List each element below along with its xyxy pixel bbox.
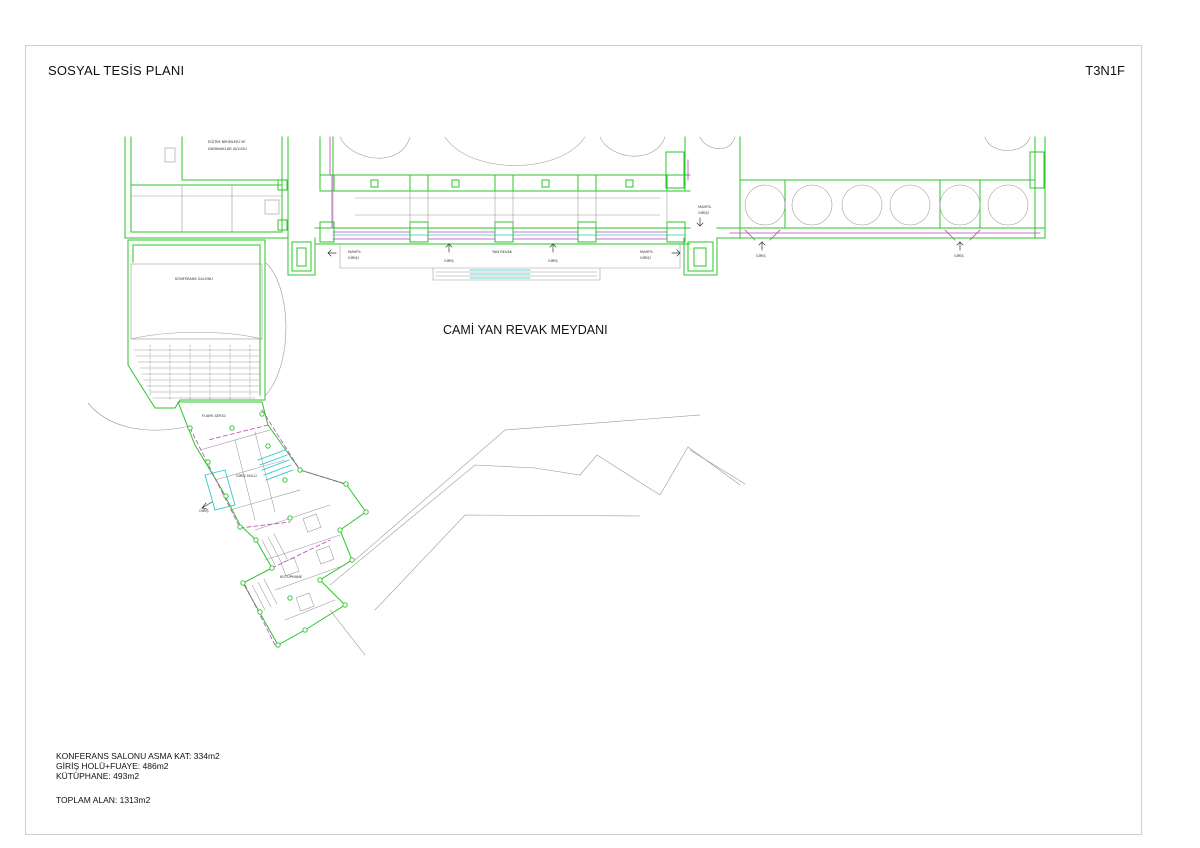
label-giris-1: GİRİŞ xyxy=(444,258,454,263)
label-mahfil-top-1: MAHFİL xyxy=(698,204,711,209)
area-giris-holu: GİRİŞ HOLÜ+FUAYE: 486m2 xyxy=(56,761,169,771)
foyer-entrance-hall xyxy=(177,401,367,646)
north-building-left xyxy=(124,136,289,239)
sheet-title: SOSYAL TESİS PLANI xyxy=(48,63,185,78)
mosque-right-wing xyxy=(716,136,1046,239)
area-konferans: KONFERANS SALONU ASMA KAT: 334m2 xyxy=(56,751,220,761)
label-mahfil-right-2: GİRİŞİ xyxy=(640,255,651,260)
drawing-sheet: SOSYAL TESİS PLANI T3N1F CAMİ YAN REVAK … xyxy=(25,45,1142,835)
label-mahfil-left-1: MAHFİL xyxy=(348,249,361,254)
label-giris-3: GİRİŞ xyxy=(756,253,766,258)
label-giris-holu: GİRİŞ HOLÜ xyxy=(236,473,257,478)
label-giris-4: GİRİŞ xyxy=(954,253,964,258)
area-schedule: KONFERANS SALONU ASMA KAT: 334m2 GİRİŞ H… xyxy=(56,751,220,805)
sheet-code: T3N1F xyxy=(1085,63,1125,78)
label-giris-2: GİRİŞ xyxy=(548,258,558,263)
conference-hall xyxy=(127,239,266,409)
site-lines xyxy=(329,414,746,656)
label-top-room-1: EĞİTİM BİRİMLERİ VE xyxy=(208,139,246,144)
label-fuaye: FUAYE-SERGİ xyxy=(202,413,226,418)
label-yan-revak: YAN REVAK xyxy=(492,250,513,254)
label-giris-arrow: GİRİŞ xyxy=(199,508,209,513)
mosque-corridor xyxy=(287,136,718,276)
label-konferans-salonu: KONFERANS SALONU xyxy=(175,277,213,281)
plaza-label: CAMİ YAN REVAK MEYDANI xyxy=(443,323,608,337)
label-mahfil-right-1: MAHFİL xyxy=(640,249,653,254)
area-kutuphane: KÜTÜPHANE: 493m2 xyxy=(56,771,140,781)
label-kutuphane: KÜTÜPHANE xyxy=(280,574,303,579)
area-total: TOPLAM ALAN: 1313m2 xyxy=(56,795,151,805)
label-top-room-2: DAYANAKLAR AVLUSU xyxy=(208,147,247,151)
label-mahfil-left-2: GİRİŞİ xyxy=(348,255,359,260)
label-mahfil-top-2: GİRİŞİ xyxy=(698,210,709,215)
